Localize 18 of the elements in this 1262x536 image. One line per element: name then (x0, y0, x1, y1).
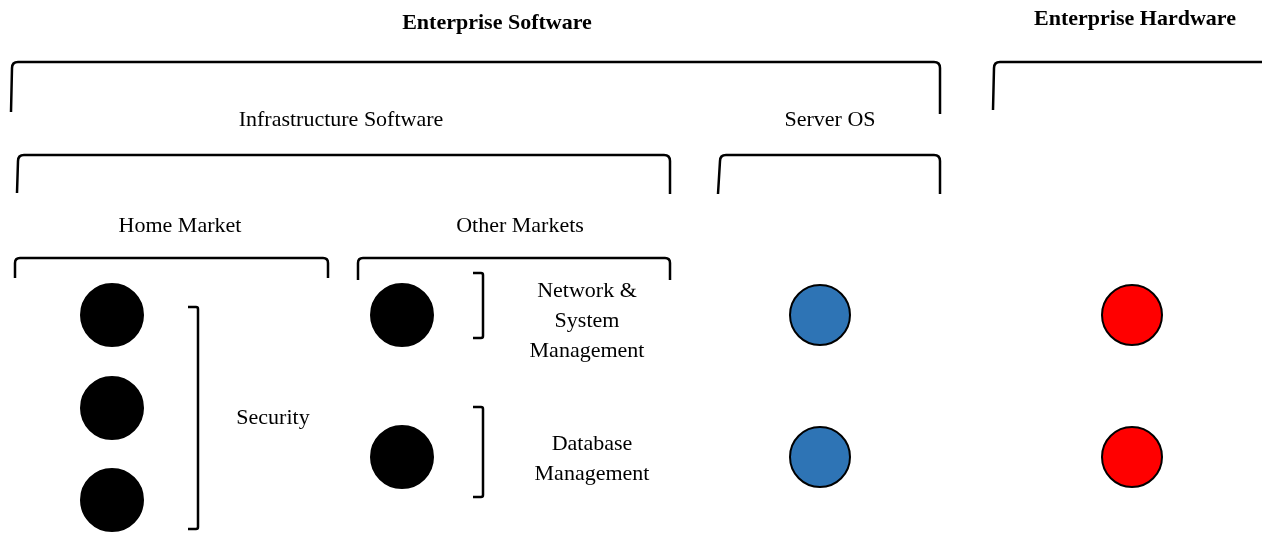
circle-marker (370, 283, 434, 347)
category-label: Infrastructure Software (237, 105, 445, 133)
circle-marker (1101, 426, 1163, 488)
circle-marker (789, 426, 851, 488)
circle-marker (80, 468, 144, 532)
circle-marker (789, 284, 851, 346)
circle-marker (80, 283, 144, 347)
category-label: Network & System Management (528, 276, 646, 364)
category-label: Database Management (533, 429, 651, 487)
category-label: Home Market (117, 211, 243, 239)
circle-marker (370, 425, 434, 489)
group-heading: Enterprise Hardware (1033, 4, 1237, 32)
circle-marker (80, 376, 144, 440)
category-label: Security (235, 403, 311, 431)
category-label: Server OS (783, 105, 877, 133)
category-label: Other Markets (455, 211, 585, 239)
group-heading: Enterprise Software (401, 8, 593, 36)
circle-marker (1101, 284, 1163, 346)
